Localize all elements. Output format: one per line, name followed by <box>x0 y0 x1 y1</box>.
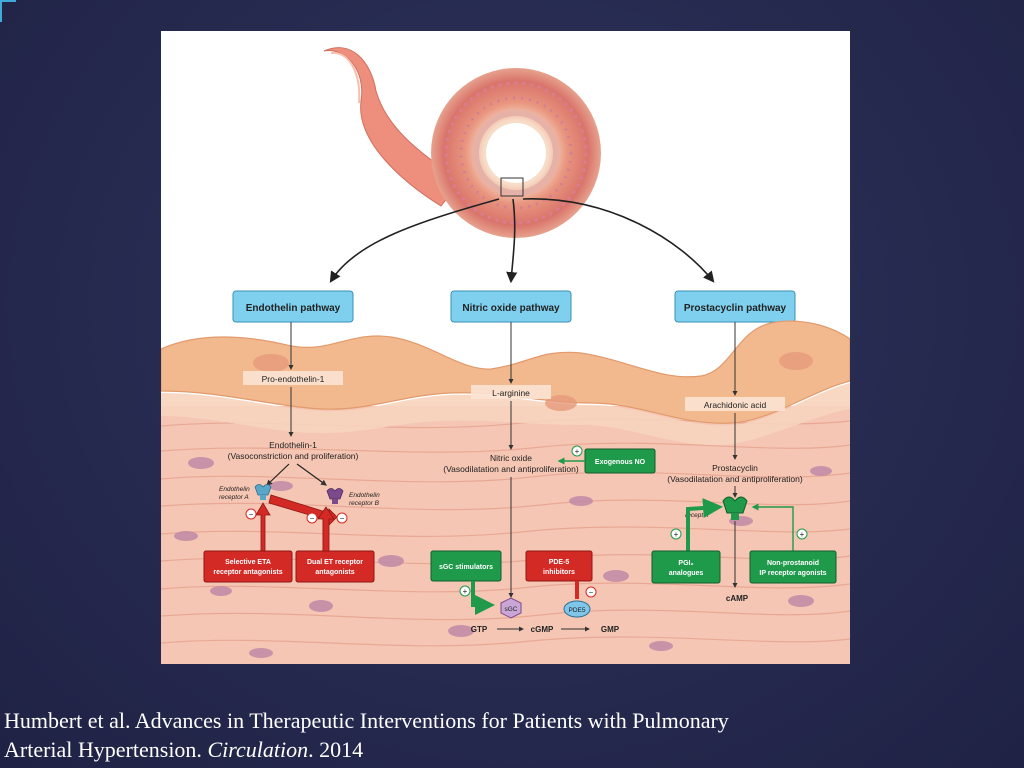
endothelin-pathway-label: Endothelin pathway <box>246 303 341 314</box>
sgc-enzyme-icon: sGC <box>500 597 522 619</box>
stimulate-sign-exogenous <box>571 445 583 457</box>
svg-text:−: − <box>340 514 345 523</box>
era-inhibition-arrows <box>255 494 338 556</box>
endothelin-receptor-a-icon <box>254 484 272 500</box>
endothelin-receptor-b-icon <box>326 488 344 504</box>
citation-line-1: Humbert et al. Advances in Therapeutic I… <box>4 708 729 733</box>
prostacyclin-label: Prostacyclin <box>712 463 758 473</box>
arrow-to-nitric-oxide <box>506 198 518 284</box>
sgc-stimulation-arrow <box>471 581 495 615</box>
svg-text:antagonists: antagonists <box>315 569 354 576</box>
pgi2-stimulation-arrow <box>686 498 723 551</box>
selective-eta-antagonists-box: Selective ETA receptor antagonists <box>203 550 293 583</box>
endothelial-layer <box>161 320 850 446</box>
svg-text:Exogenous NO: Exogenous NO <box>595 459 646 466</box>
ip-receptor-label-2: receptor <box>685 512 710 519</box>
endothelin-pathway-box: Endothelin pathway <box>232 290 354 323</box>
camp-label: cAMP <box>726 594 749 603</box>
inhibit-sign-era <box>245 508 257 520</box>
stimulate-sign-pgi2 <box>670 528 682 540</box>
pathway-diagram: Endothelin pathway Nitric oxide pathway … <box>161 31 850 664</box>
nitric-oxide-pathway-box: Nitric oxide pathway <box>450 290 572 323</box>
l-arginine-label: L-arginine <box>492 388 530 398</box>
corner-bracket <box>0 0 16 22</box>
pgi2-analogues-box: PGI₂ analogues <box>651 550 721 584</box>
svg-text:PDE-5: PDE-5 <box>549 559 570 566</box>
citation-line-2: Arterial Hypertension. Circulation. 2014 <box>4 737 364 762</box>
arachidonic-acid-label: Arachidonic acid <box>704 400 767 410</box>
svg-text:−: − <box>310 514 315 523</box>
svg-text:PDE5: PDE5 <box>569 607 586 614</box>
inhibit-sign-pde5 <box>585 586 597 598</box>
pro-endothelin-label: Pro-endothelin-1 <box>262 374 325 384</box>
non-prostanoid-stimulation-arrow <box>751 503 794 551</box>
pde5-inhibitors-box: PDE-5 inhibitors <box>525 550 593 582</box>
cgmp-label: cGMP <box>531 625 554 634</box>
svg-text:+: + <box>575 447 580 456</box>
svg-text:sGC: sGC <box>505 606 518 613</box>
svg-text:Non-prostanoid: Non-prostanoid <box>767 560 819 567</box>
svg-text:Dual ET receptor: Dual ET receptor <box>307 559 363 566</box>
svg-text:−: − <box>589 588 594 597</box>
svg-text:inhibitors: inhibitors <box>543 569 575 576</box>
prostacyclin-pathway-box: Prostacyclin pathway <box>674 290 796 323</box>
ip-receptor-icon <box>722 496 748 520</box>
svg-text:−: − <box>249 510 254 519</box>
endothelin-1-label: Endothelin-1 <box>269 440 317 450</box>
gmp-label: GMP <box>601 625 620 634</box>
nitric-oxide-pathway-label: Nitric oxide pathway <box>462 303 560 314</box>
arrow-to-endothelin <box>329 198 500 283</box>
endothelin-1-effect: (Vasoconstriction and proliferation) <box>228 451 359 461</box>
svg-text:analogues: analogues <box>669 570 704 577</box>
svg-text:sGC stimulators: sGC stimulators <box>439 564 493 571</box>
arrow-to-prostacyclin <box>522 198 715 283</box>
svg-text:PGI₂: PGI₂ <box>678 560 693 567</box>
stimulate-sign-sgc <box>459 585 471 597</box>
inhibit-sign-dual-1 <box>306 512 318 524</box>
inhibit-sign-dual-2 <box>336 512 348 524</box>
vessel-illustration <box>323 47 601 238</box>
stimulate-sign-non-prostanoid <box>796 528 808 540</box>
svg-text:+: + <box>674 530 679 539</box>
svg-text:+: + <box>800 530 805 539</box>
nitric-oxide-label: Nitric oxide <box>490 453 532 463</box>
exogenous-no-box: Exogenous NO <box>584 448 656 474</box>
non-prostanoid-agonists-box: Non-prostanoid IP receptor agonists <box>749 550 837 584</box>
pde5-enzyme-icon: PDE5 <box>563 600 591 618</box>
prostacyclin-pathway-label: Prostacyclin pathway <box>684 303 787 314</box>
receptor-a-label-2: receptor A <box>219 494 249 501</box>
nitric-oxide-effect: (Vasodilatation and antiproliferation) <box>443 464 579 474</box>
svg-text:+: + <box>463 587 468 596</box>
journal-name: Circulation <box>207 737 309 762</box>
receptor-a-label-1: Endothelin <box>219 486 250 493</box>
svg-text:receptor antagonists: receptor antagonists <box>213 569 282 576</box>
gtp-label: GTP <box>471 625 488 634</box>
receptor-b-label-1: Endothelin <box>349 492 380 499</box>
svg-text:Selective ETA: Selective ETA <box>225 559 271 566</box>
sgc-stimulators-box: sGC stimulators <box>430 550 502 582</box>
receptor-b-label-2: receptor B <box>349 500 380 507</box>
prostacyclin-effect: (Vasodilatation and antiproliferation) <box>667 474 803 484</box>
citation-caption: Humbert et al. Advances in Therapeutic I… <box>4 706 1014 764</box>
dual-et-antagonists-box: Dual ET receptor antagonists <box>295 550 375 583</box>
svg-text:IP receptor agonists: IP receptor agonists <box>759 570 826 577</box>
